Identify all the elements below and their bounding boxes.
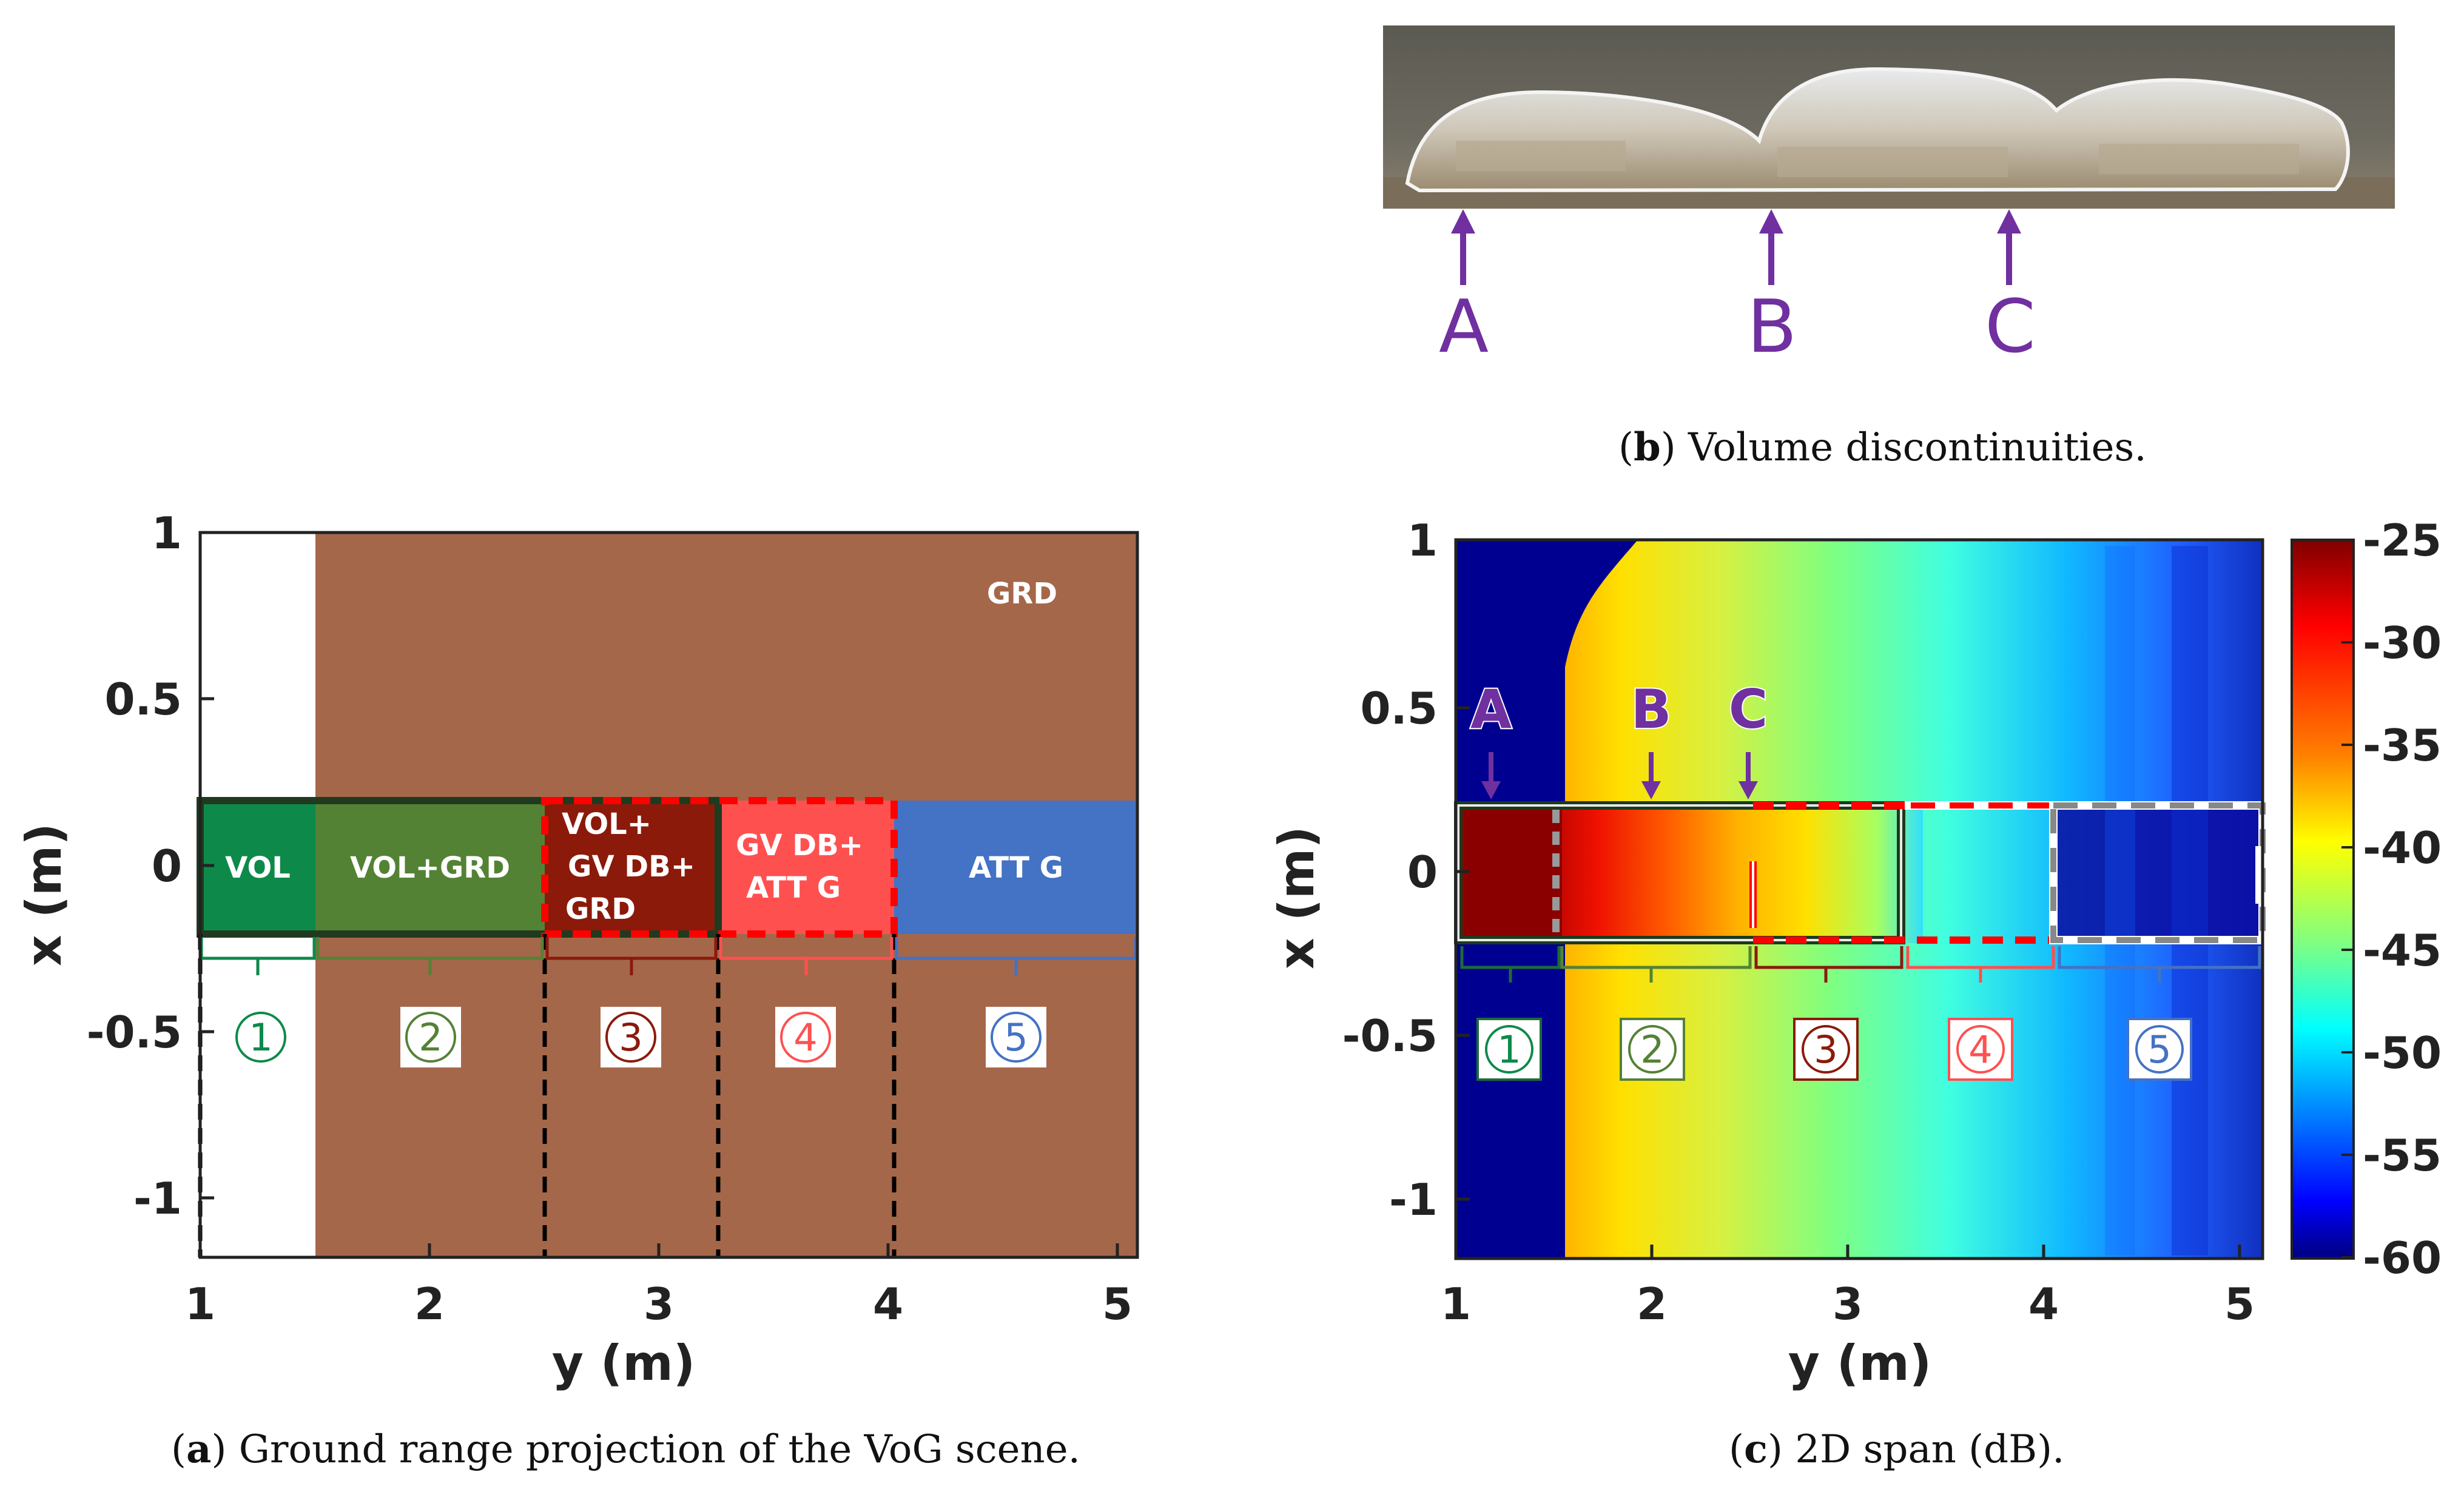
a-xtick-1: 1 [185, 1279, 215, 1329]
region-3-label-l2: GV DB+ [568, 850, 695, 884]
cbar-tick-4: -40 [2363, 822, 2442, 873]
region-3 [545, 801, 718, 934]
panel-b-caption-letter: b [1633, 425, 1661, 470]
panel-c-caption-letter: c [1743, 1427, 1768, 1472]
colorbar [2291, 539, 2355, 1260]
zone-1-number: 1 [249, 1015, 272, 1060]
panel-c-ticks [1454, 538, 2241, 1259]
span-zone-1: 1 [1497, 1027, 1521, 1072]
c-ytick-1: 1 [1407, 515, 1438, 566]
span-zone-5: 5 [2147, 1027, 2171, 1072]
a-ytick-5: -1 [133, 1173, 182, 1224]
region-4-label-l2: ATT G [746, 871, 841, 905]
region-boxes [197, 797, 1137, 938]
panel-c-caption-text: 2D span (dB). [1795, 1427, 2065, 1472]
cbar-tick-1: -25 [2363, 515, 2442, 566]
panel-c-caption: (c) 2D span (dB). [1729, 1427, 2065, 1472]
a-ytick-1: 1 [152, 508, 182, 559]
zone-2-number: 2 [419, 1015, 442, 1060]
arrowhead-c [1997, 209, 2021, 234]
c-xtick-1: 1 [1441, 1279, 1471, 1329]
panel-a-chart: GRD VOL VOL+GRD VOL+ GV DB+ GRD GV DB+ A… [16, 508, 1139, 1391]
panel-b-label-a: A [1439, 285, 1489, 369]
panel-a-caption-text: Ground range projection of the VoG scene… [238, 1427, 1080, 1472]
a-ylabel: x (m) [16, 823, 72, 966]
c-xlabel: y (m) [1788, 1335, 1931, 1391]
panel-b-arrows [1451, 209, 2021, 285]
panel-a-frame [198, 531, 1139, 1259]
span-markers: A B C [1469, 677, 1769, 799]
region-3-label-l3: GRD [565, 892, 636, 926]
span-zone-4: 4 [1968, 1027, 1992, 1072]
span-heatmap [1456, 540, 2263, 1259]
c-xtick-5: 5 [2224, 1279, 2255, 1329]
cbar-tick-7: -55 [2363, 1130, 2442, 1181]
region-5-label: ATT G [969, 851, 1063, 885]
c-xtick-3: 3 [1833, 1279, 1863, 1329]
span-zone-2: 2 [1640, 1027, 1664, 1072]
cbar-tick-5: -45 [2363, 925, 2442, 976]
a-ytick-3: 0 [152, 841, 182, 892]
c-ytick-3: 0 [1407, 847, 1438, 898]
cbar-tick-6: -50 [2363, 1027, 2442, 1078]
cbar-tick-8: -60 [2363, 1232, 2442, 1283]
a-xlabel: y (m) [552, 1335, 695, 1391]
region-3-label-l1: VOL+ [562, 807, 651, 841]
c-xtick-4: 4 [2028, 1279, 2059, 1329]
region-5 [894, 801, 1137, 934]
c-ylabel: x (m) [1268, 826, 1325, 969]
c-xtick-2: 2 [1637, 1279, 1667, 1329]
arrowhead-b [1759, 209, 1783, 234]
span-marker-a: A [1470, 678, 1512, 741]
span-marker-c: C [1729, 678, 1768, 741]
panel-b-label-b: B [1747, 285, 1797, 369]
region-1 [200, 801, 315, 934]
span-zone-braces [1460, 946, 2261, 983]
arrowhead-a [1451, 209, 1475, 234]
a-xtick-2: 2 [414, 1279, 445, 1329]
zone-3-number: 3 [619, 1015, 642, 1060]
panel-b-label-c: C [1985, 285, 2036, 369]
a-ytick-2: 0.5 [104, 674, 182, 725]
panel-b-caption: (b) Volume discontinuities. [1618, 425, 2147, 470]
colorbar-ticks [2341, 539, 2354, 1259]
panel-c-frame [1454, 538, 2264, 1260]
panel-c-chart: A B C 1 2 3 4 5 1 [1268, 515, 2442, 1391]
cbar-tick-2: -30 [2363, 617, 2442, 668]
region-4-label-l1: GV DB+ [736, 829, 863, 862]
panel-b [1371, 0, 2402, 485]
zone-tags: 1 2 3 4 5 [231, 1007, 1046, 1067]
span-zone-tags: 1 2 3 4 5 [1476, 1018, 2192, 1081]
a-xtick-3: 3 [644, 1279, 674, 1329]
span-marker-b: B [1631, 678, 1671, 741]
c-ytick-2: 0.5 [1360, 683, 1438, 734]
zone-4-number: 4 [793, 1015, 817, 1060]
cbar-tick-3: -35 [2363, 720, 2442, 771]
a-xtick-5: 5 [1102, 1279, 1133, 1329]
panel-a-caption-letter: a [186, 1427, 212, 1472]
panel-a-caption: (a) Ground range projection of the VoG s… [171, 1427, 1080, 1472]
a-xtick-4: 4 [873, 1279, 903, 1329]
c-ytick-4: -0.5 [1342, 1010, 1438, 1061]
span-zone-3: 3 [1814, 1027, 1837, 1072]
pellet-bags-photo [1383, 25, 2395, 209]
region-4 [718, 801, 894, 934]
grd-label: GRD [987, 577, 1057, 611]
panel-b-caption-text: Volume discontinuities. [1688, 425, 2147, 470]
panel-a-ticks [198, 531, 1119, 1257]
zone-5-number: 5 [1004, 1015, 1028, 1060]
c-ytick-5: -1 [1389, 1174, 1438, 1225]
region-2 [315, 801, 545, 934]
a-ytick-4: -0.5 [87, 1007, 182, 1058]
region-2-label: VOL+GRD [350, 851, 510, 885]
region-1-label: VOL [225, 851, 291, 885]
